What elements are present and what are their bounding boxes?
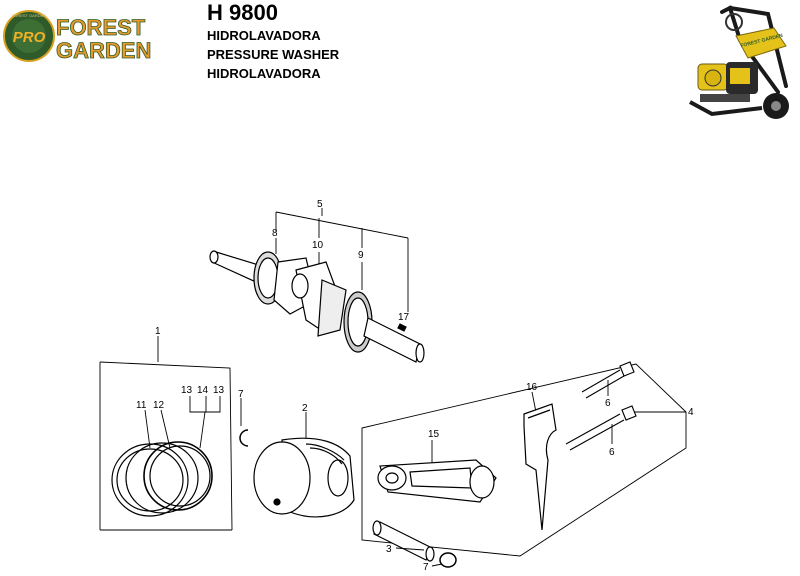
- logo-badge-inner: [12, 19, 46, 53]
- callout-6-lower: 6: [609, 447, 615, 458]
- callout-8: 8: [272, 228, 278, 239]
- callout-14: 14: [197, 385, 209, 396]
- callout-10: 10: [312, 240, 324, 251]
- callout-15: 15: [428, 429, 440, 440]
- piston: [253, 412, 355, 518]
- callout-7-lower: 7: [423, 562, 429, 573]
- callout-4: 4: [688, 407, 694, 418]
- callout-9: 9: [358, 250, 364, 261]
- callout-11: 11: [136, 400, 147, 411]
- subtitle-line-2: PRESSURE WASHER: [207, 47, 340, 62]
- callout-2: 2: [302, 403, 308, 414]
- callout-3: 3: [386, 544, 392, 555]
- piston-pin: [372, 520, 435, 562]
- piston-pin-clip-upper: [239, 398, 249, 447]
- logo-badge-text: PRO: [13, 29, 46, 46]
- callout-13-right: 13: [213, 385, 225, 396]
- callout-12: 12: [153, 400, 165, 411]
- subtitle-line-3: HIDROLAVADORA: [207, 66, 321, 81]
- logo-name-forest: FOREST: [56, 15, 146, 40]
- rod-cap: [523, 391, 557, 531]
- rod-bolts: [565, 361, 637, 451]
- callout-7-upper: 7: [238, 389, 244, 400]
- logo-ring-text: FOREST GARDEN: [12, 13, 46, 18]
- callout-16: 16: [526, 382, 538, 393]
- callout-17: 17: [398, 312, 410, 323]
- model-title: H 9800: [207, 0, 278, 25]
- logo-name-garden: GARDEN: [56, 38, 151, 63]
- callout-5: 5: [317, 199, 323, 210]
- callout-1: 1: [155, 326, 161, 337]
- callout-6-upper: 6: [605, 398, 611, 409]
- pressure-washer-photo: FOREST GARDEN: [682, 2, 796, 130]
- forest-garden-logo: PRO FOREST GARDEN FOREST GARDEN: [3, 10, 152, 63]
- callout-13-left: 13: [181, 385, 193, 396]
- connecting-rod: [377, 440, 497, 503]
- piston-pin-clip-lower: [431, 552, 457, 568]
- crankshaft-assembly: [209, 208, 425, 363]
- subtitle-line-1: HIDROLAVADORA: [207, 28, 321, 43]
- piston-ring-set: [99, 336, 233, 531]
- connecting-rod-assembly: [361, 363, 687, 557]
